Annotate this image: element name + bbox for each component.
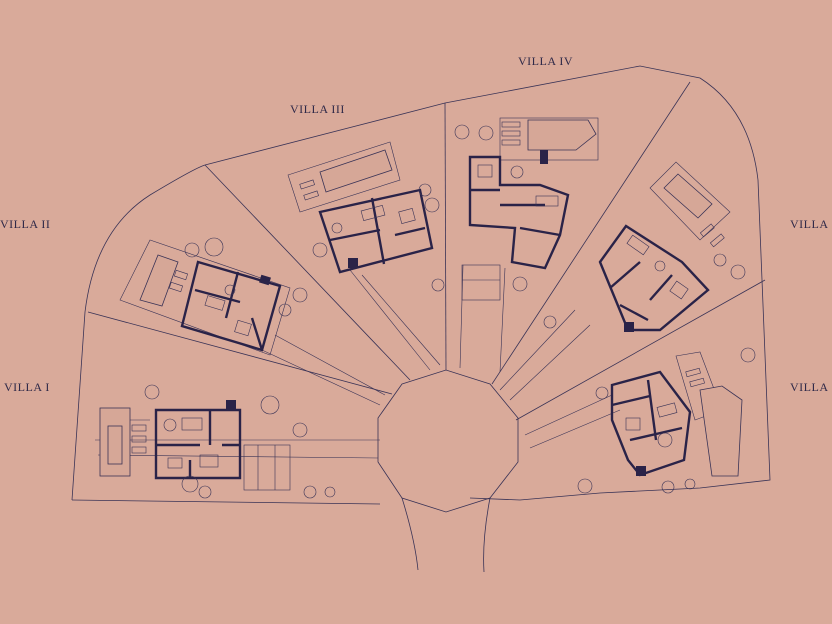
divider-4-5 [491, 81, 691, 385]
trees [144, 124, 756, 499]
site-boundary-left-bottom [71, 499, 381, 505]
divider-2-3 [204, 164, 411, 381]
divider-3-4 [444, 102, 447, 371]
drive-paths [95, 264, 621, 459]
villa-1-label: VILLA I [4, 380, 50, 394]
villa-3-label: VILLA III [290, 102, 345, 116]
villa-4-label: VILLA IV [518, 54, 573, 68]
villa-6-plan [610, 351, 743, 477]
villa-6-label: VILLA [790, 380, 829, 394]
access-road-right [483, 497, 491, 573]
villa-3-plan [287, 141, 434, 274]
divider-5-6 [515, 279, 766, 421]
villa-5-plan [598, 161, 731, 332]
site-boundary [71, 65, 771, 501]
villa-4-plan [461, 117, 599, 301]
central-circle [377, 369, 519, 513]
villa-2-label: VILLA II [0, 217, 51, 231]
access-road-left [401, 497, 419, 571]
villa-2-plan [119, 239, 291, 356]
villa-1-plan [99, 400, 291, 491]
villa-5-label: VILLA [790, 217, 829, 231]
divider-1-2 [87, 311, 393, 395]
